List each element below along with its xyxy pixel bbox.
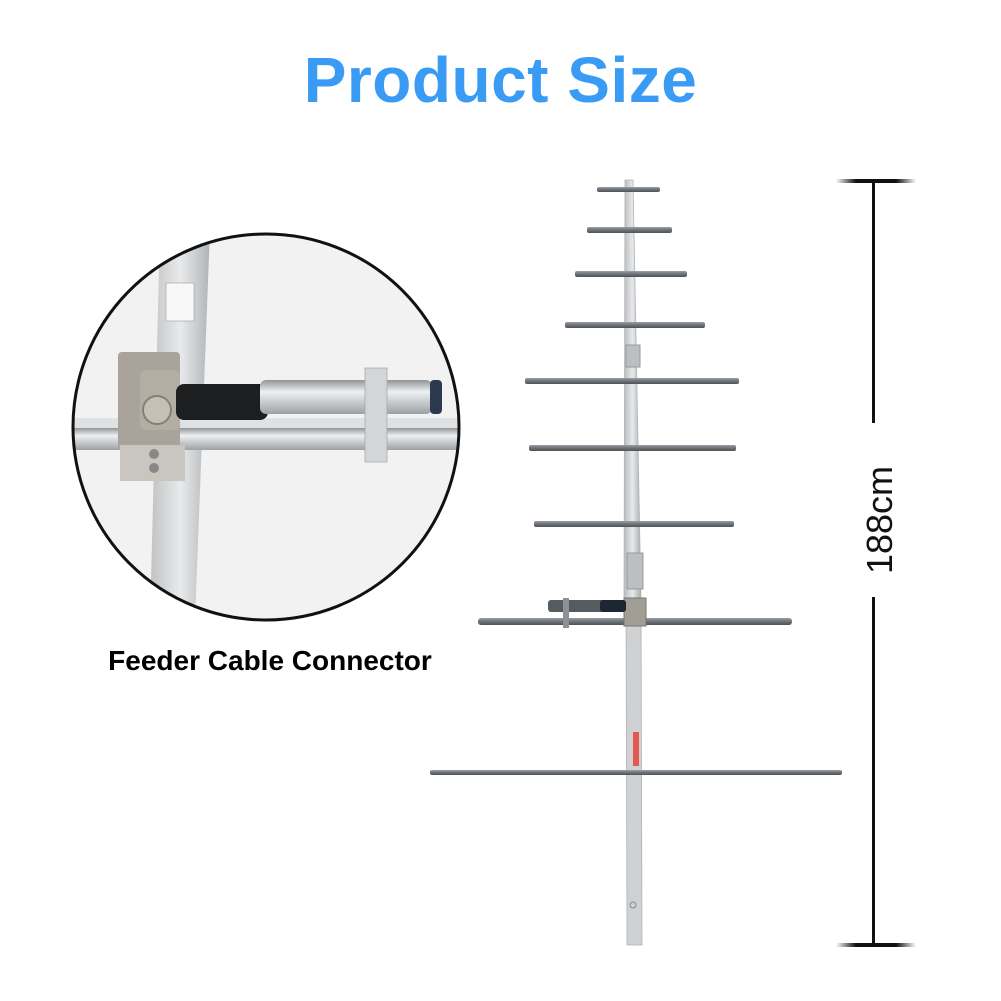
- page-title: Product Size: [303, 44, 698, 116]
- height-dimension-label: 188cm: [830, 466, 930, 574]
- brand-mark: [633, 732, 639, 766]
- dimension-line: [836, 179, 916, 947]
- height-value: 188cm: [859, 465, 900, 575]
- antenna: [430, 179, 842, 946]
- inset-caption: Feeder Cable Connector: [108, 645, 432, 676]
- connector-detail-inset: [71, 232, 461, 622]
